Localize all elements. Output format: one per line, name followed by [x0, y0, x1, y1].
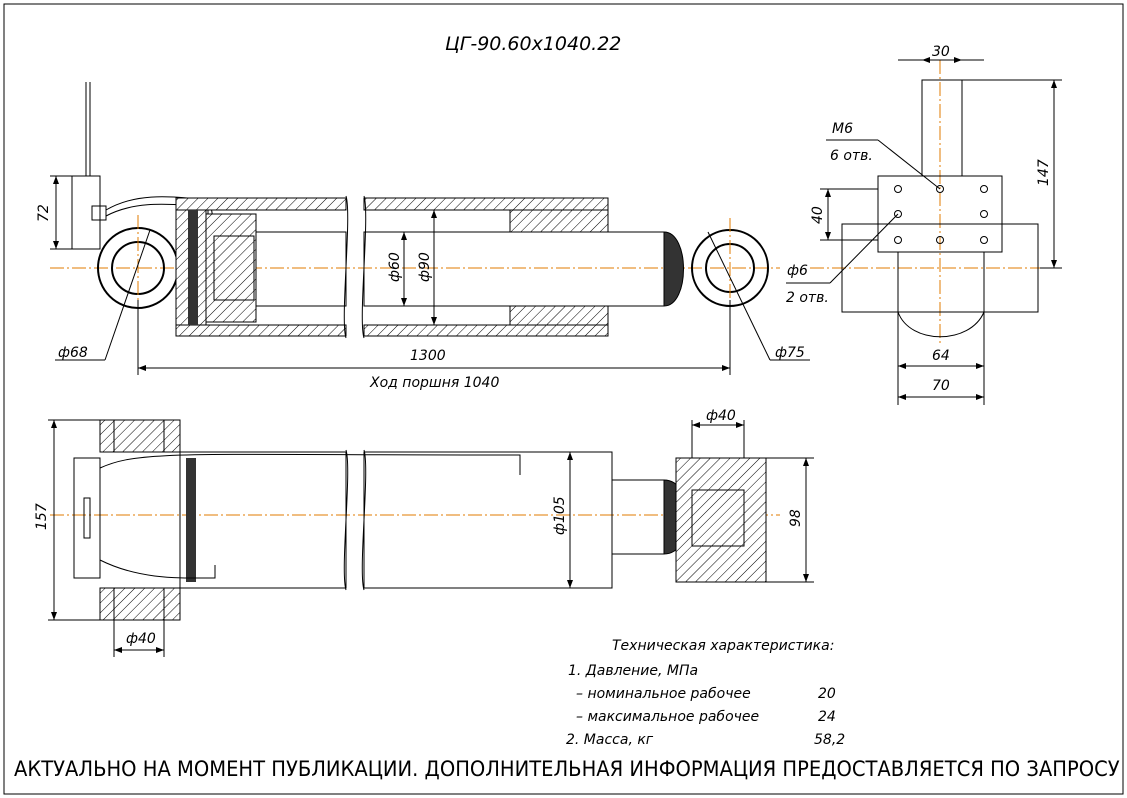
- dim-40: 40: [810, 206, 826, 224]
- dim-1300: 1300: [410, 348, 446, 364]
- spec-nominal-value: 20: [818, 686, 836, 702]
- dim-d90: ф90: [417, 252, 433, 282]
- dim-holes2: 2 отв.: [786, 290, 829, 306]
- drawing-frame: [3, 3, 1124, 795]
- footer-notice: АКТУАЛЬНО НА МОМЕНТ ПУБЛИКАЦИИ. ДОПОЛНИТ…: [14, 757, 1120, 781]
- dim-d75: ф75: [775, 345, 805, 361]
- spec-nominal-label: – номинальное рабочее: [576, 686, 751, 702]
- spec-mass-label: 2. Масса, кг: [566, 732, 654, 748]
- dim-64: 64: [932, 348, 950, 364]
- dim-d40-top: ф40: [706, 408, 736, 424]
- dim-70: 70: [932, 378, 950, 394]
- spec-max-label: – максимальное рабочее: [576, 709, 759, 725]
- dim-d68: ф68: [58, 345, 88, 361]
- dim-holes6: 6 отв.: [830, 148, 873, 164]
- bottom-view: 157 ф40 ф105 98 ф40: [34, 408, 814, 657]
- dim-d6: ф6: [787, 263, 808, 279]
- dim-d60: ф60: [387, 252, 403, 282]
- spec-mass-value: 58,2: [814, 732, 845, 748]
- drawing-title: ЦГ-90.60x1040.22: [445, 33, 621, 55]
- dim-72: 72: [36, 204, 52, 222]
- dim-157: 157: [34, 503, 50, 530]
- spec-pressure: 1. Давление, МПа: [568, 663, 698, 679]
- spec-max-value: 24: [818, 709, 836, 725]
- dim-m6: M6: [832, 121, 853, 137]
- top-section-view: 72 ф60 ф90 ф68 ф75 1300 Ход поршня 1040: [36, 82, 810, 391]
- tech-specs: Техническая характеристика: 1. Давление,…: [566, 638, 845, 748]
- end-view: 30 147 40 M6 6 отв. ф6 2 отв. 64 70: [786, 44, 1062, 405]
- dim-d40-bottom: ф40: [126, 631, 156, 647]
- dim-147: 147: [1036, 159, 1052, 186]
- dim-stroke: Ход поршня 1040: [369, 375, 499, 391]
- dim-d105: ф105: [552, 496, 568, 535]
- dim-98: 98: [788, 509, 804, 527]
- spec-heading: Техническая характеристика:: [612, 638, 834, 654]
- dim-30: 30: [932, 44, 950, 60]
